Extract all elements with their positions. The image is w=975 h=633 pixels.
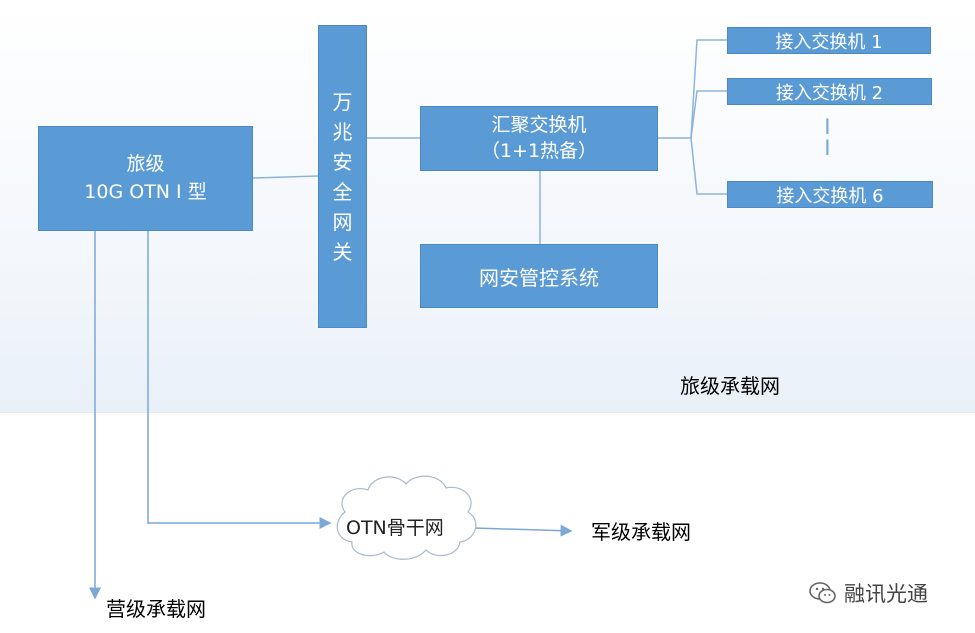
- gateway-char: 关: [332, 239, 353, 264]
- access-switch-2-label: 接入交换机 2: [775, 82, 884, 104]
- army-arrow-line: [473, 524, 573, 537]
- aggregation-line1: 汇聚交换机: [491, 113, 587, 136]
- gateway-char: 全: [332, 179, 353, 204]
- army-network-label: 军级承载网: [591, 520, 691, 544]
- aggregation-line2: （1+1热备）: [480, 139, 598, 162]
- access-switch-6-label: 接入交换机 6: [776, 185, 884, 207]
- access-bracket-6: [690, 137, 727, 195]
- access-bracket-1: [690, 39, 727, 139]
- watermark-text: 融讯光通: [844, 582, 928, 606]
- access-switch-6: 接入交换机 6: [727, 181, 933, 208]
- gateway-char: 网: [332, 209, 353, 234]
- access-switch-1: 接入交换机 1: [727, 27, 931, 54]
- ellipsis-vertical: ¦: [823, 111, 832, 159]
- brigade-otn-line1: 旅级: [126, 152, 165, 175]
- backbone-path-line: [147, 231, 332, 529]
- otn-backbone-label: OTN骨干网: [346, 517, 444, 539]
- wechat-icon: [809, 582, 836, 604]
- security-system-label: 网安管控系统: [479, 265, 599, 290]
- security-system-box: 网安管控系统: [420, 244, 658, 308]
- brigade-otn-box: 旅级 10G OTN I 型: [38, 126, 253, 231]
- access-switch-1-label: 接入交换机 1: [775, 31, 883, 53]
- access-bracket-2: [690, 90, 727, 139]
- brigade-otn-line2: 10G OTN I 型: [84, 180, 207, 203]
- watermark: 融讯光通: [808, 578, 928, 608]
- gateway-char: 兆: [332, 119, 353, 144]
- aggregation-switch-box: 汇聚交换机 （1+1热备）: [420, 106, 658, 171]
- region-label: 旅级承载网: [680, 374, 780, 398]
- gateway-char: 安: [332, 149, 353, 174]
- gateway-char: 万: [332, 89, 353, 114]
- otn-cloud-shape: [336, 475, 477, 560]
- otn-to-gateway-line: [252, 175, 319, 179]
- battalion-network-label: 营级承载网: [106, 597, 206, 621]
- access-switch-2: 接入交换机 2: [727, 78, 932, 105]
- gateway-box: 万 兆 安 全 网 关: [318, 25, 367, 328]
